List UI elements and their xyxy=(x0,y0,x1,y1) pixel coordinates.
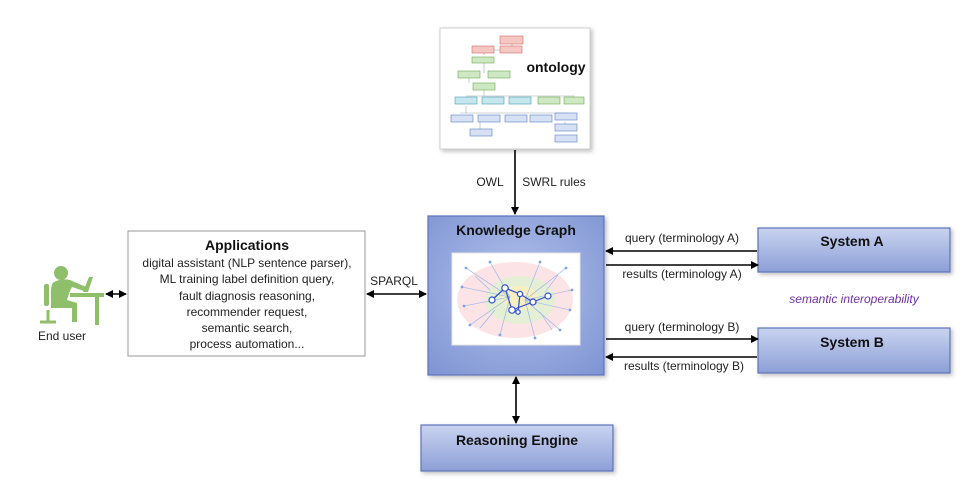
owl-label: OWL xyxy=(476,175,504,189)
system-b-title: System B xyxy=(820,334,884,350)
applications-line: digital assistant (NLP sentence parser), xyxy=(142,256,351,270)
applications-line: process automation... xyxy=(190,337,305,351)
graph-network-thumbnail xyxy=(451,252,581,346)
applications-box: Applications digital assistant (NLP sent… xyxy=(127,230,366,357)
end-user-label: End user xyxy=(38,329,86,343)
semantic-interoperability-label: semantic interoperability xyxy=(789,292,919,306)
applications-line: recommender request, xyxy=(187,305,308,319)
sparql-label: SPARQL xyxy=(370,274,418,288)
ontology-label: ontology xyxy=(526,59,585,75)
reasoning-engine-box: Reasoning Engine xyxy=(420,424,614,472)
system-b-results-label: results (terminology B) xyxy=(624,359,744,373)
end-user: End user xyxy=(38,266,104,343)
system-a-title: System A xyxy=(820,233,883,249)
user-at-laptop-icon xyxy=(40,266,104,325)
ontology-hierarchy-thumbnail xyxy=(450,35,585,143)
swrl-label: SWRL rules xyxy=(522,175,586,189)
system-a-query-label: query (terminology A) xyxy=(625,231,739,245)
system-a-box: System A xyxy=(757,227,951,273)
reasoning-engine-title: Reasoning Engine xyxy=(456,432,578,448)
ontology-box: ontology xyxy=(439,27,591,150)
knowledge-graph-title: Knowledge Graph xyxy=(456,222,576,238)
knowledge-graph-box: Knowledge Graph xyxy=(427,215,605,376)
applications-line: ML training label definition query, xyxy=(160,272,335,286)
system-a-results-label: results (terminology A) xyxy=(622,267,741,281)
system-b-box: System B xyxy=(757,327,951,374)
applications-line: semantic search, xyxy=(202,321,293,335)
applications-line: fault diagnosis reasoning, xyxy=(179,289,315,303)
applications-title: Applications xyxy=(205,237,289,253)
system-b-query-label: query (terminology B) xyxy=(625,320,740,334)
